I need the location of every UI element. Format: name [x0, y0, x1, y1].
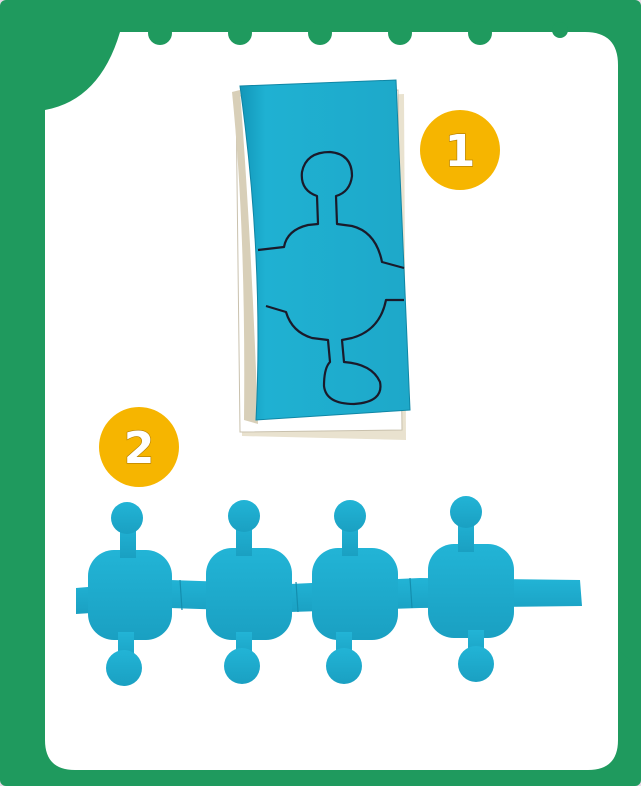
- step-number-1: 1: [445, 126, 476, 177]
- step-number-2: 2: [124, 423, 155, 474]
- step-badge-1: 1: [420, 110, 500, 190]
- step-badge-2: 2: [99, 407, 179, 487]
- folded-paper-illustration: [232, 80, 410, 440]
